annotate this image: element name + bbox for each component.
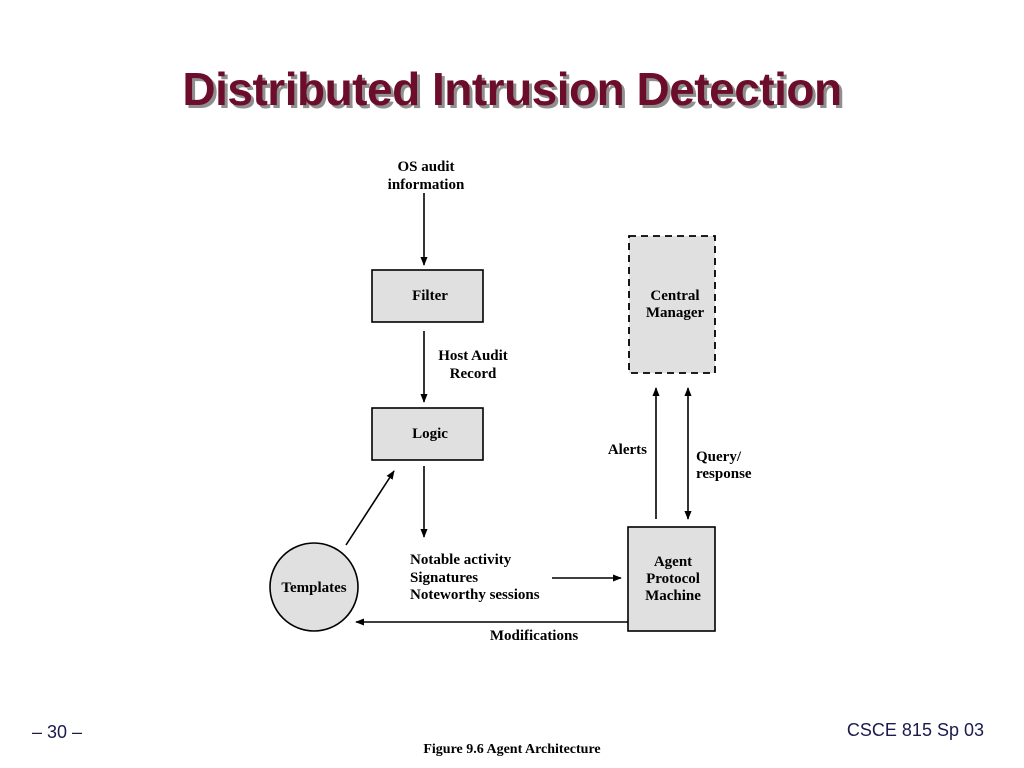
- agent-protocol-machine-box: [627, 526, 716, 632]
- alerts-label: Alerts: [608, 442, 647, 458]
- course-label: CSCE 815 Sp 03: [846, 720, 984, 740]
- logic-box: [371, 407, 484, 461]
- logic-label: Logic: [412, 426, 448, 442]
- os-audit-label-line2: information: [388, 177, 465, 193]
- filter-label: Filter: [412, 288, 448, 304]
- host-audit-record-line1: Host Audit: [438, 348, 508, 364]
- page-number: – 30 –: [32, 722, 83, 742]
- agent-label-line3: Machine: [645, 588, 701, 604]
- noteworthy-sessions-label: Noteworthy sessions: [410, 587, 540, 603]
- slide-title-text: Distributed Intrusion Detection: [182, 63, 842, 115]
- slide-title: Distributed Intrusion Detection Distribu…: [182, 62, 845, 118]
- query-label-line1: Query/: [696, 449, 742, 465]
- central-manager-line1: Central: [650, 288, 699, 304]
- central-manager-line2: Manager: [646, 305, 705, 321]
- notable-activity-label: Notable activity: [410, 552, 512, 568]
- title-wrap: Distributed Intrusion Detection Distribu…: [0, 62, 1024, 118]
- os-audit-label-line1: OS audit: [397, 159, 454, 175]
- host-audit-record-line2: Record: [450, 366, 497, 382]
- templates-label: Templates: [281, 580, 346, 596]
- agent-label-line1: Agent: [654, 554, 692, 570]
- slide-title-shadow: Distributed Intrusion Detection: [185, 66, 845, 118]
- templates-circle: [269, 542, 359, 632]
- modifications-label: Modifications: [490, 628, 578, 644]
- agent-label-line2: Protocol: [646, 571, 700, 587]
- query-label-line2: response: [696, 466, 752, 482]
- figure-caption: Figure 9.6 Agent Architecture: [423, 742, 601, 757]
- signatures-label: Signatures: [410, 570, 478, 586]
- arrow-templates-to-logic: [345, 470, 395, 546]
- central-manager-box: [628, 235, 716, 374]
- filter-box: [371, 269, 484, 323]
